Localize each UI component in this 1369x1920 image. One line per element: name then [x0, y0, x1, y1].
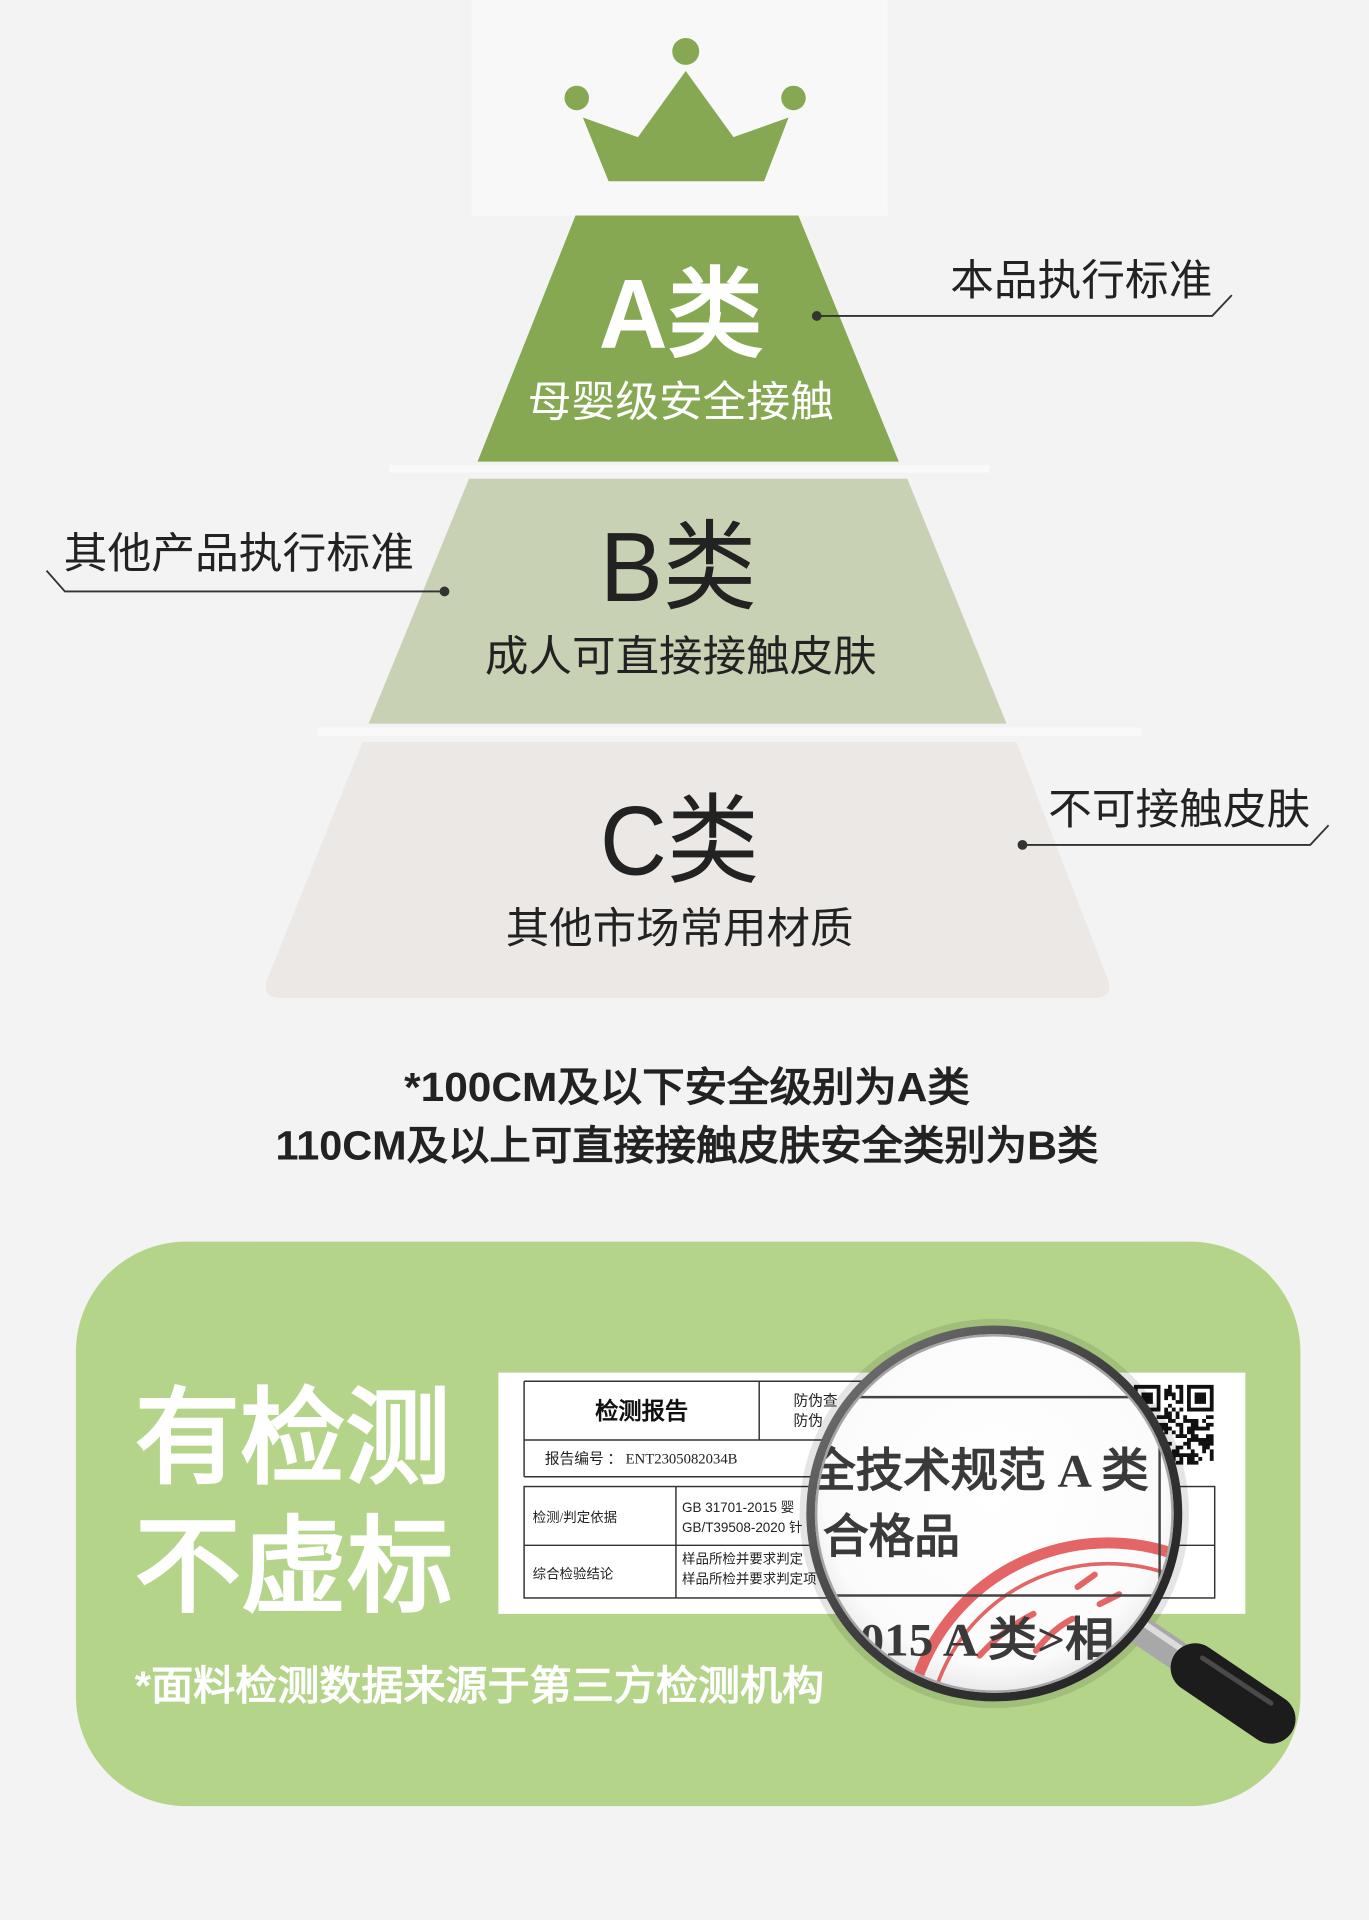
tier-divider: [317, 727, 1142, 736]
magnified-text-line: 全技术规范 A 类: [807, 1445, 1149, 1498]
callout-dot: [439, 586, 450, 597]
stamp-inner-ring: [925, 1561, 1175, 1694]
tier-b: B类 成人可直接接触皮肤: [368, 478, 1007, 724]
crown-body: [582, 71, 789, 182]
tier-a-description: 母婴级安全接触: [528, 378, 834, 426]
magnified-text-line: 015 A 类>相: [860, 1615, 1115, 1667]
stamp-outer-ring: [900, 1537, 1175, 1694]
report-number: 报告编号 ： ENT2305082034B: [545, 1450, 738, 1467]
callout-other-standard: 其他产品执行标准: [45, 530, 450, 597]
tier-c-description: 其他市场常用材质: [506, 905, 854, 953]
tier-divider: [389, 465, 990, 473]
tier-a-shape: [477, 215, 899, 462]
callout-leader-line: [816, 294, 1233, 317]
report-title: 检测报告: [595, 1398, 688, 1425]
headline-line-1: 有检测: [135, 1380, 451, 1497]
callout-product-standard: 本品执行标准: [811, 257, 1233, 321]
magnified-report-area: 全技术规范 A 类 合格品 015 A 类>相: [807, 1395, 1175, 1694]
tier-a-grade: A类: [599, 259, 763, 369]
report-row-value: 样品所检并要求判定项: [682, 1571, 817, 1586]
magnifier-shadow: [799, 1318, 1189, 1709]
tier-a: A类 母婴级安全接触: [477, 215, 899, 462]
magnifier-rim: [806, 1325, 1183, 1702]
magnifier-rim-inner: [814, 1334, 1174, 1693]
callout-dot: [811, 311, 822, 321]
magnifier-handle: [1170, 1643, 1296, 1744]
headline-line-2: 不虚标: [135, 1509, 453, 1626]
callout-no-skin-contact: 不可接触皮肤: [1017, 786, 1330, 850]
size-note-line-2: 110CM及以上可直接接触皮肤安全类别为B类: [276, 1123, 1099, 1169]
report-row-label: 检测/判定依据: [533, 1510, 617, 1525]
callout-label: 本品执行标准: [950, 257, 1212, 305]
report-anti-fake-line: 防伪查: [793, 1393, 837, 1410]
magnified-text-line: 合格品: [823, 1512, 960, 1564]
callout-leader-line: [45, 570, 445, 593]
magnifier-icon: 全技术规范 A 类 合格品 015 A 类>相: [799, 1318, 1296, 1744]
red-stamp: [900, 1537, 1175, 1694]
data-source-footnote: *面料检测数据来源于第三方检测机构: [135, 1663, 824, 1709]
tier-b-grade: B类: [600, 512, 757, 622]
report-row-value: GB/T39508-2020 针: [682, 1520, 802, 1535]
report-anti-fake-line: 防伪: [793, 1412, 822, 1429]
tier-c-shape: [265, 742, 1110, 998]
report-row-label: 综合检验结论: [533, 1566, 614, 1581]
magnifier-handle-highlight: [1200, 1655, 1274, 1706]
testing-banner: 有检测 不虚标 *面料检测数据来源于第三方检测机构 检测报告 防伪查 防伪 报告…: [75, 1241, 1301, 1807]
tier-c: C类 其他市场常用材质: [265, 742, 1110, 998]
report-row-value: GB 31701-2015 婴: [682, 1500, 794, 1515]
callout-label: 其他产品执行标准: [64, 530, 414, 578]
tier-b-shape: [368, 478, 1007, 724]
magnifier-lens: [813, 1332, 1176, 1695]
crown-icon: [564, 37, 806, 182]
tier-c-grade: C类: [600, 785, 759, 895]
report-row-value: 样品所检并要求判定: [682, 1552, 803, 1567]
tier-b-description: 成人可直接接触皮肤: [485, 633, 877, 681]
size-note-line-1: *100CM及以下安全级别为A类: [404, 1064, 970, 1110]
callout-label: 不可接触皮肤: [1048, 786, 1310, 834]
crown-ball-center: [672, 37, 700, 65]
stamp-mark: [976, 1571, 1123, 1659]
callout-leader-line: [1022, 824, 1330, 846]
callout-dot: [1017, 840, 1028, 850]
crown-ball-left: [564, 85, 589, 111]
crown-ball-right: [781, 85, 806, 111]
